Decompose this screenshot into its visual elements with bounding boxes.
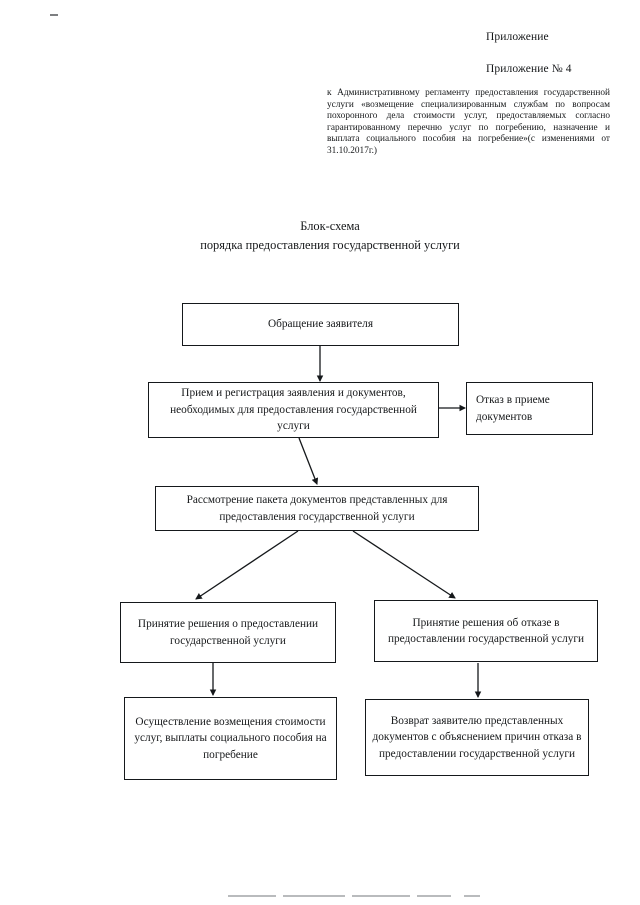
connector-review-to-decision-negative xyxy=(352,530,456,599)
connector-review-to-decision-positive xyxy=(195,530,299,600)
flow-node-refusal-of-acceptance: Отказ в приеме документов xyxy=(466,382,593,435)
scan-artifact-top-left xyxy=(50,14,58,16)
appendix-label: Приложение xyxy=(486,31,549,43)
scan-artifact-bottom-2 xyxy=(283,895,345,897)
regulation-reference-paragraph: к Административному регламенту предостав… xyxy=(327,88,610,156)
scan-artifact-bottom-5 xyxy=(464,895,480,897)
flow-node-reception: Прием и регистрация заявления и документ… xyxy=(148,382,439,438)
flow-node-action-negative: Возврат заявителю представленных докумен… xyxy=(365,699,589,776)
flow-node-action-positive: Осуществление возмещения стоимости услуг… xyxy=(124,697,337,780)
page-title: Блок-схема порядка предоставления госуда… xyxy=(120,217,540,255)
scan-artifact-bottom xyxy=(228,895,276,897)
flow-node-application: Обращение заявителя xyxy=(182,303,459,346)
flow-node-review: Рассмотрение пакета документов представл… xyxy=(155,486,479,531)
flow-node-decision-positive: Принятие решения о предоставлении госуда… xyxy=(120,602,336,663)
flow-node-decision-negative: Принятие решения об отказе в предоставле… xyxy=(374,600,598,662)
title-line-2: порядка предоставления государственной у… xyxy=(200,238,460,252)
connector-reception-to-review xyxy=(298,437,319,485)
appendix-number: Приложение № 4 xyxy=(486,63,572,75)
title-line-1: Блок-схема xyxy=(300,219,360,233)
scan-artifact-bottom-3 xyxy=(352,895,410,897)
scan-artifact-bottom-4 xyxy=(417,895,451,897)
